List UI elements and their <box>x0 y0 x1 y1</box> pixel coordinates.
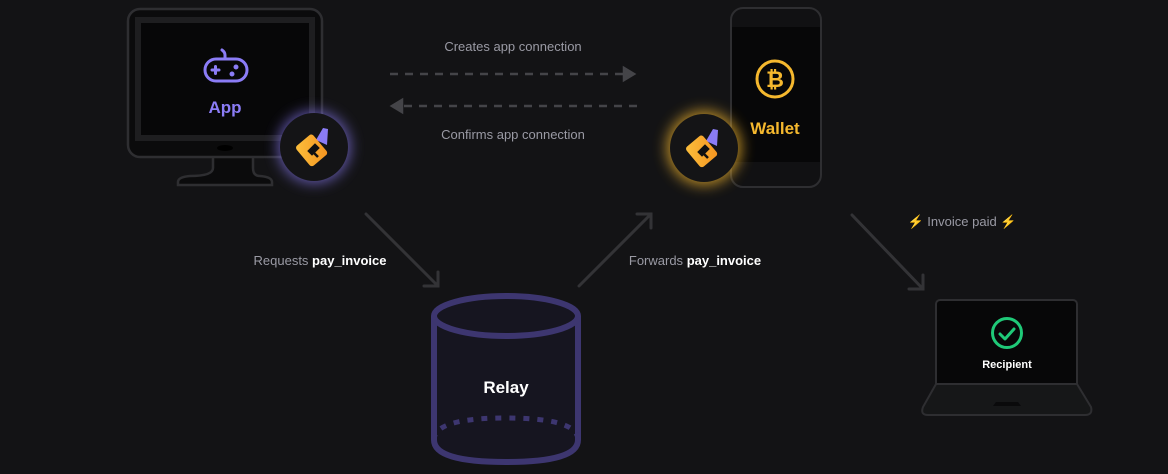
plug-wallet-icon <box>686 129 718 168</box>
laptop-device <box>921 299 1093 416</box>
confirm-connection-arrow <box>389 97 637 115</box>
forward-label: Forwards pay_invoice <box>629 253 761 268</box>
relay-cylinder <box>431 293 581 466</box>
invoice-paid-label: ⚡ Invoice paid ⚡ <box>907 214 1017 229</box>
request-label: Requests pay_invoice <box>254 253 387 268</box>
bitcoin-icon: ₿ <box>755 59 795 99</box>
paid-arrow <box>850 213 925 291</box>
confirm-connection-label: Confirms app connection <box>441 127 585 142</box>
forward-command: pay_invoice <box>686 253 762 268</box>
request-prefix: Requests <box>253 253 309 268</box>
recipient-label: Recipient <box>982 359 1032 371</box>
relay-label: Relay <box>483 378 529 397</box>
app-connector-badge <box>278 111 350 183</box>
request-command: pay_invoice <box>312 253 387 268</box>
gamepad-icon <box>203 48 249 83</box>
request-arrow <box>364 212 440 288</box>
svg-text:₿: ₿ <box>766 67 784 92</box>
create-connection-label: Creates app connection <box>444 39 582 54</box>
app-label: App <box>208 98 242 117</box>
plug-wallet-icon <box>296 128 328 167</box>
create-connection-arrow <box>390 65 637 83</box>
forward-prefix: Forwards <box>628 253 684 268</box>
monitor-device <box>126 7 324 187</box>
wallet-connector-badge <box>667 111 741 185</box>
check-circle-icon <box>991 317 1023 349</box>
wallet-label: Wallet <box>750 119 800 138</box>
forward-arrow <box>577 212 653 288</box>
